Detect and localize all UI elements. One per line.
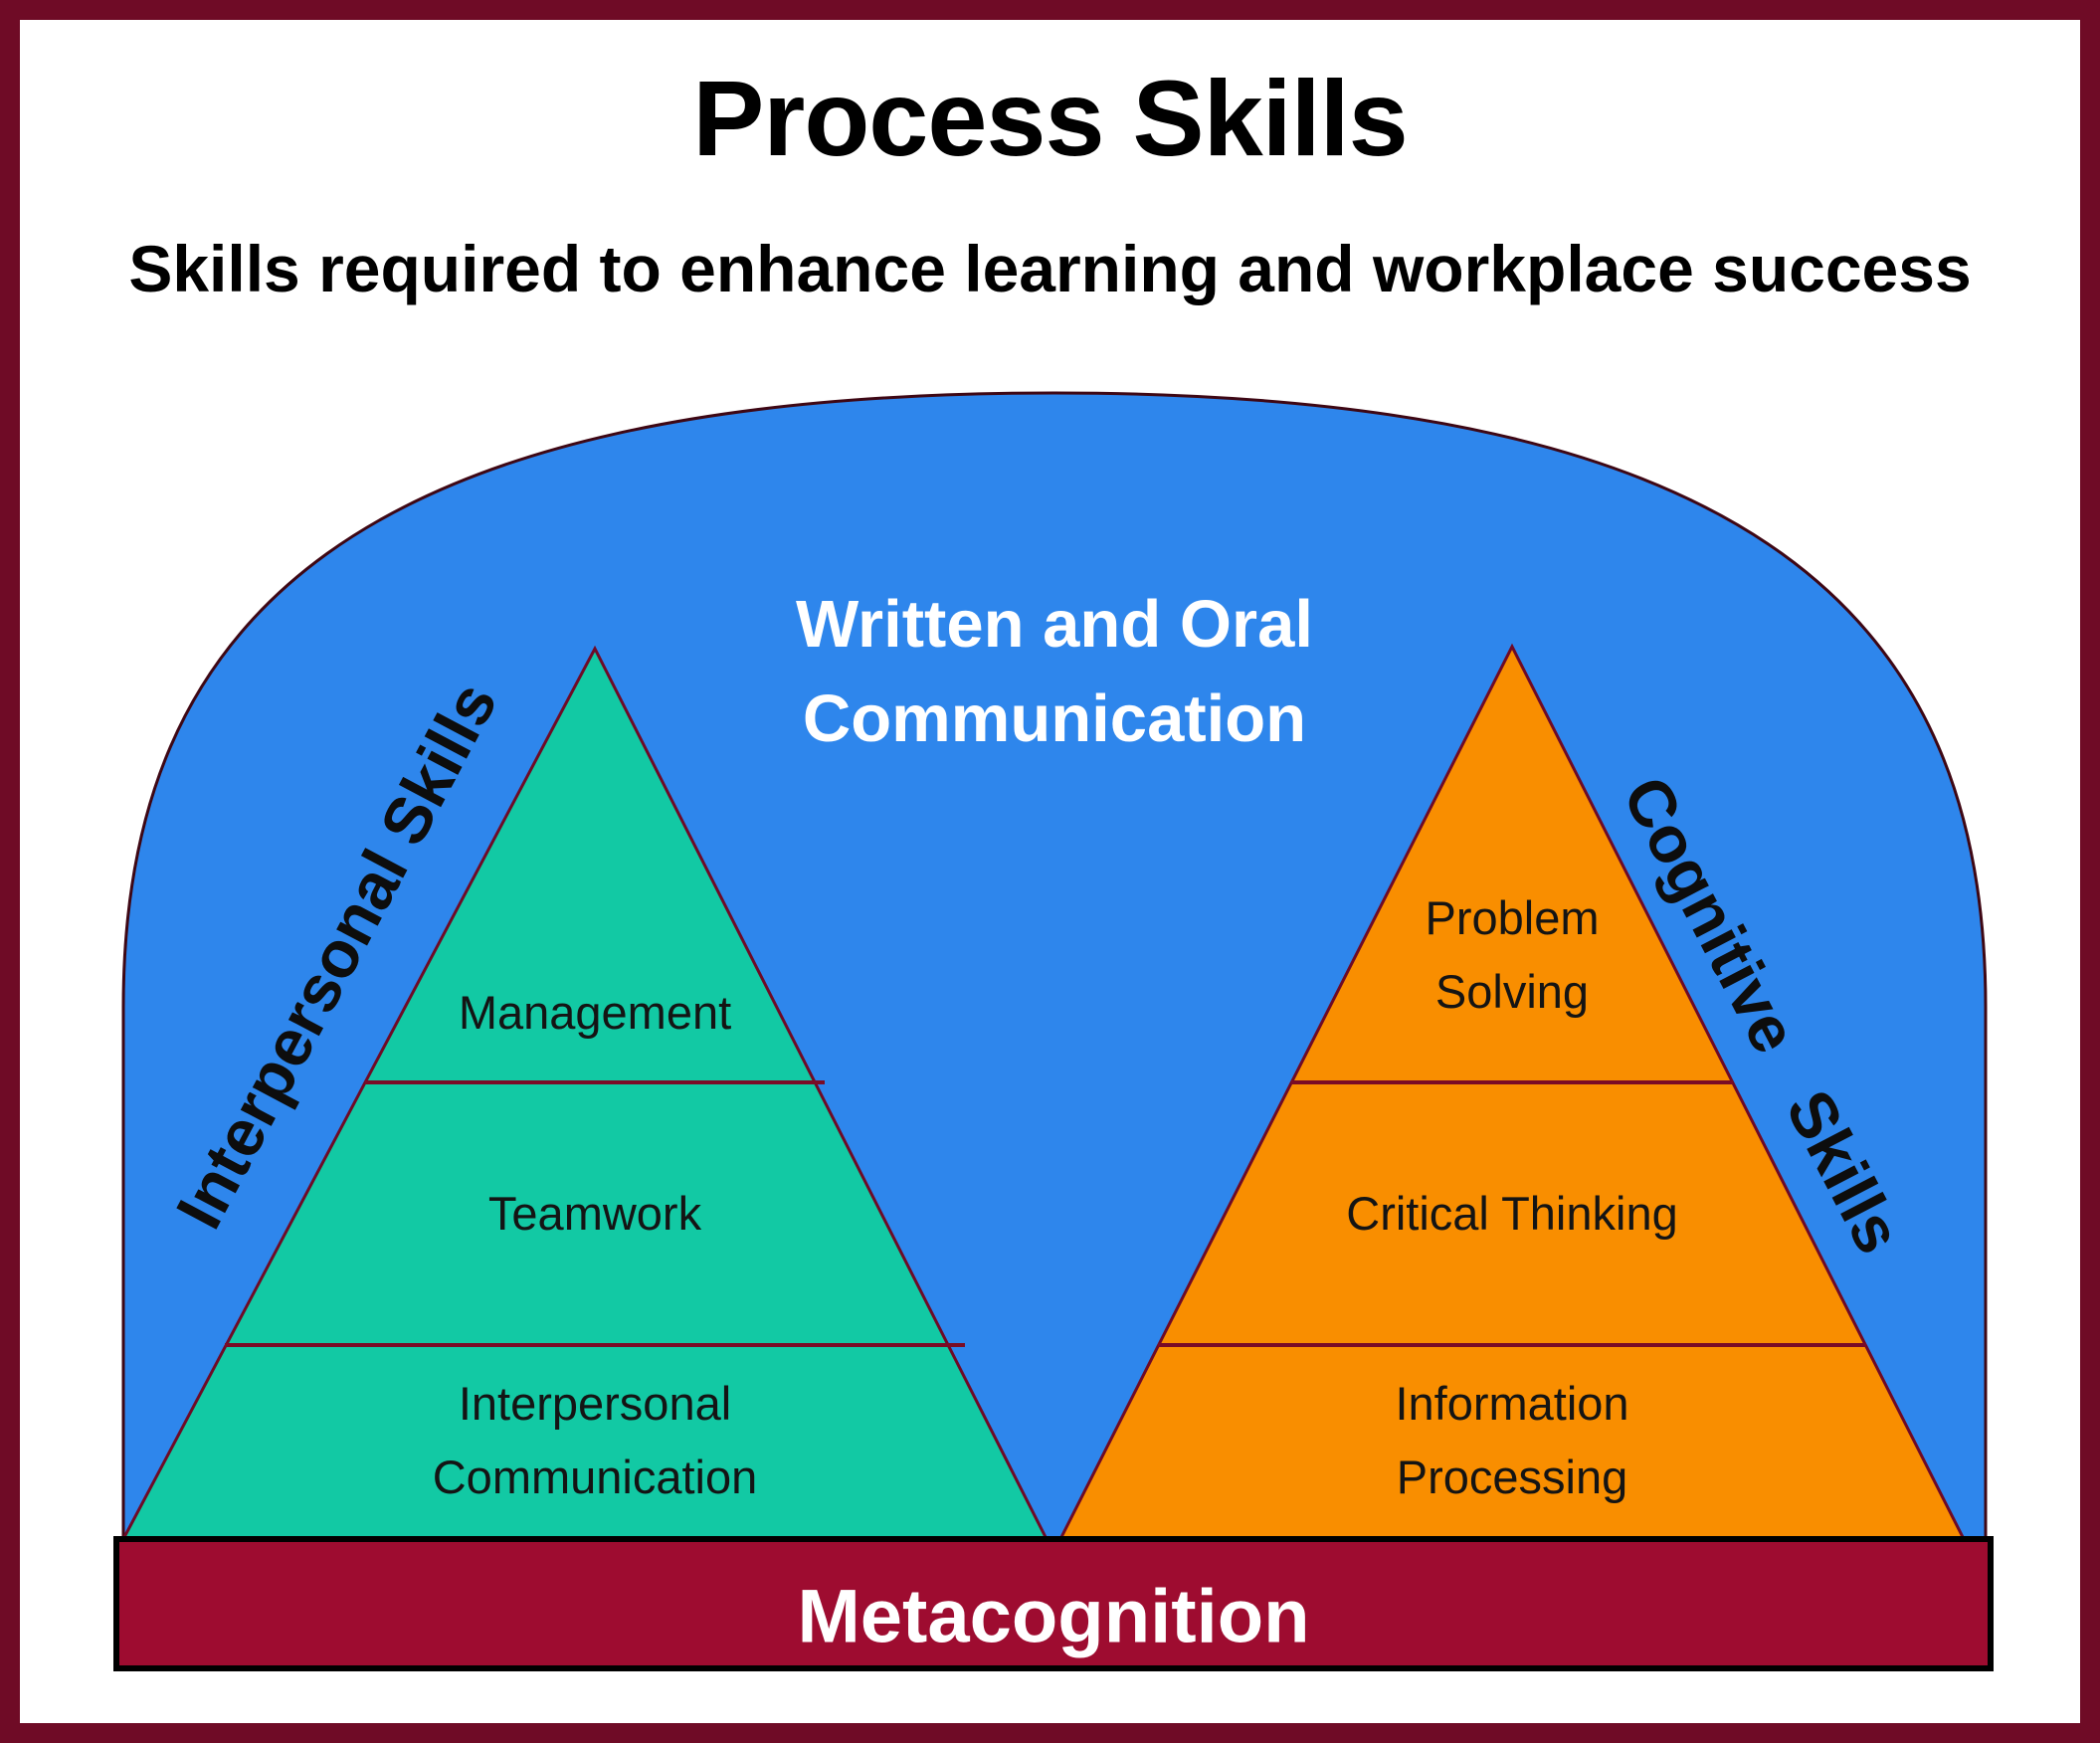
left-pyramid-section-interpersonal-communication: Interpersonal Communication bbox=[433, 1367, 758, 1514]
diagram-shapes bbox=[113, 391, 1994, 1671]
section-label-line: Teamwork bbox=[487, 1187, 702, 1240]
dome-label-line-2: Communication bbox=[802, 681, 1307, 756]
section-label-line: Critical Thinking bbox=[1346, 1187, 1678, 1240]
section-label-line: Management bbox=[458, 986, 732, 1039]
section-label-line: Solving bbox=[1434, 965, 1590, 1018]
dome-label-line-1: Written and Oral bbox=[796, 587, 1313, 662]
section-label-line: Information bbox=[1395, 1377, 1629, 1430]
right-pyramid-section-critical-thinking: Critical Thinking bbox=[1346, 1177, 1677, 1251]
section-label-line: Communication bbox=[432, 1451, 758, 1503]
left-pyramid-section-management: Management bbox=[459, 976, 731, 1050]
right-pyramid-section-information-processing: Information Processing bbox=[1395, 1367, 1628, 1514]
right-pyramid-section-problem-solving: Problem Solving bbox=[1425, 881, 1599, 1029]
left-pyramid-section-teamwork: Teamwork bbox=[488, 1177, 701, 1251]
base-bar-shape bbox=[113, 1536, 1994, 1671]
section-label-line: Interpersonal bbox=[458, 1377, 732, 1430]
section-label-line: Processing bbox=[1396, 1451, 1628, 1503]
dome-label: Written and Oral Communication bbox=[796, 577, 1313, 766]
base-bar-label: Metacognition bbox=[797, 1574, 1310, 1659]
page-title: Process Skills bbox=[692, 58, 1408, 178]
page-subtitle: Skills required to enhance learning and … bbox=[128, 232, 1972, 305]
section-label-line: Problem bbox=[1425, 891, 1600, 944]
